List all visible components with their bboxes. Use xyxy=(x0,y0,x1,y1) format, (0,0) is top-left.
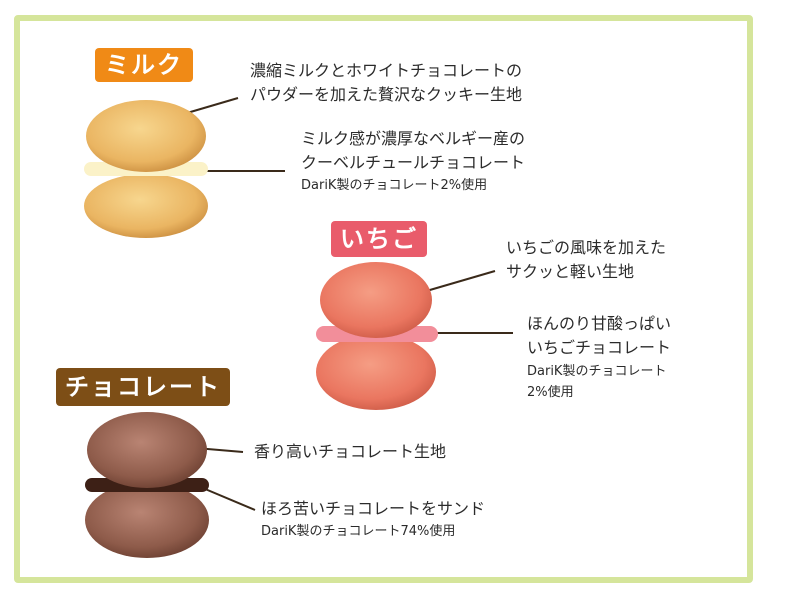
strawberry-filling-text-line1: ほんのり甘酸っぱい xyxy=(527,314,672,333)
chocolate-cookie-image xyxy=(85,412,209,558)
milk-dough-text-line2: パウダーを加えた贅沢なクッキー生地 xyxy=(250,85,523,104)
strawberry-label: いちご xyxy=(331,221,427,257)
page-frame xyxy=(14,15,753,583)
strawberry-cookie-image xyxy=(316,262,438,410)
strawberry-dough-text-line2: サクッと軽い生地 xyxy=(506,262,635,281)
strawberry-dough-text-line1: いちごの風味を加えた xyxy=(506,238,667,257)
milk-filling-text-line2: クーベルチュールチョコレート xyxy=(301,153,526,172)
chocolate-filling-text: ほろ苦いチョコレートをサンド xyxy=(261,499,486,518)
chocolate-filling-note: DariK製のチョコレート74%使用 xyxy=(261,524,456,539)
strawberry-filling-text-line2: いちごチョコレート xyxy=(527,338,672,357)
strawberry-filling-note-line1: DariK製のチョコレート xyxy=(527,364,667,379)
milk-label: ミルク xyxy=(95,48,193,82)
strawberry-line-1 xyxy=(422,270,496,293)
chocolate-dough-text: 香り高いチョコレート生地 xyxy=(254,442,447,461)
milk-cookie-image xyxy=(84,100,208,238)
milk-filling-text-line1: ミルク感が濃厚なベルギー産の xyxy=(301,129,526,148)
strawberry-filling-note-line2: 2%使用 xyxy=(527,385,574,400)
chocolate-line-2 xyxy=(197,485,256,511)
milk-dough-text-line1: 濃縮ミルクとホワイトチョコレートの xyxy=(250,61,523,80)
chocolate-label: チョコレート xyxy=(56,368,230,406)
milk-filling-note: DariK製のチョコレート2%使用 xyxy=(301,178,488,193)
